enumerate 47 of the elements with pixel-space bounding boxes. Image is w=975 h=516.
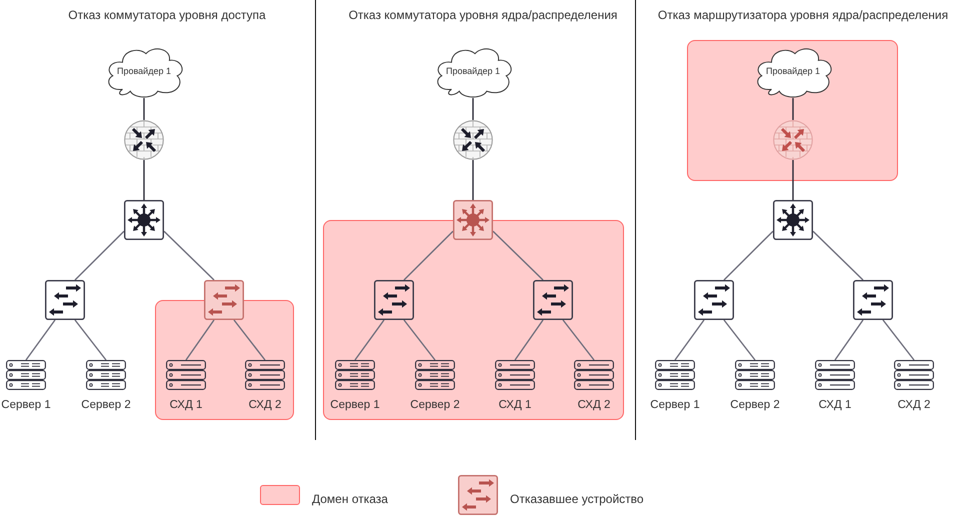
connector-line — [472, 98, 474, 120]
node-label: СХД 2 — [898, 398, 930, 412]
connector-line — [25, 320, 56, 360]
failure-domain-area — [155, 300, 294, 420]
connector-line — [834, 320, 864, 360]
connector-line — [404, 230, 454, 280]
node-label: Сервер 2 — [730, 398, 780, 412]
connector-line — [812, 230, 864, 280]
connector-line — [492, 230, 544, 280]
node-label: Сервер 1 — [1, 398, 51, 412]
connector-line — [792, 98, 794, 120]
connector-line — [233, 320, 266, 360]
node-label: СХД 2 — [578, 398, 610, 412]
connector-line — [143, 98, 145, 120]
connector-line — [354, 320, 385, 360]
panel-title: Отказ коммутатора уровня ядра/распределения — [348, 7, 618, 23]
connector-line — [185, 320, 215, 360]
node-label: Сервер 2 — [410, 398, 460, 412]
connector-line — [74, 320, 107, 360]
connector-line — [514, 320, 544, 360]
panel-title: Отказ коммутатора уровня доступа — [68, 7, 266, 23]
connector-line — [562, 320, 595, 360]
node-label: Сервер 1 — [330, 398, 380, 412]
node-label: СХД 1 — [170, 398, 202, 412]
legend-label: Отказавшее устройство — [510, 492, 644, 506]
connector-line — [724, 230, 774, 280]
failure-domain-area — [687, 40, 898, 181]
connector-line — [143, 160, 145, 200]
node-label: СХД 1 — [818, 398, 852, 412]
node-label: Провайдер 1 — [446, 66, 500, 76]
failure-domain-area — [323, 220, 624, 420]
node-label: СХД 2 — [248, 398, 282, 412]
node-label: Сервер 2 — [81, 398, 131, 412]
legend-label: Домен отказа — [312, 492, 388, 506]
connector-line — [472, 160, 474, 200]
connector-line — [403, 320, 436, 360]
connector-line — [882, 320, 915, 360]
node-label: Сервер 1 — [650, 398, 700, 412]
connector-line — [723, 320, 756, 360]
connector-line — [74, 230, 124, 280]
node-label: Провайдер 1 — [766, 66, 820, 76]
connector-line — [164, 230, 214, 280]
connector-line — [674, 320, 705, 360]
panel-title: Отказ маршрутизатора уровня ядра/распределения — [658, 7, 948, 23]
connector-line — [792, 160, 794, 200]
node-label: СХД 1 — [498, 398, 532, 412]
node-label: Провайдер 1 — [117, 66, 171, 76]
